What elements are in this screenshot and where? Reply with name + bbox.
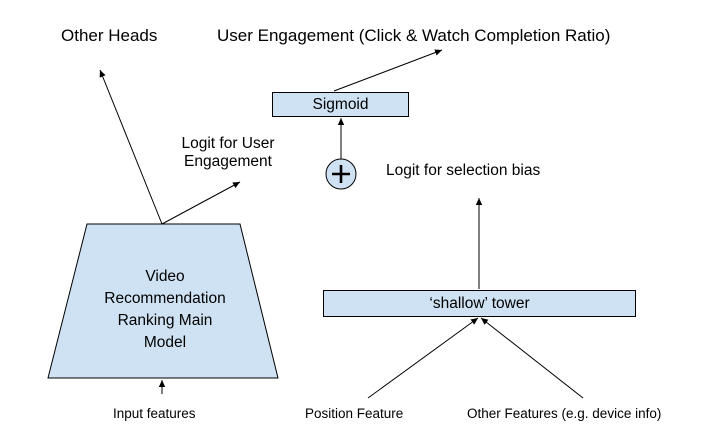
sigmoid-label: Sigmoid <box>312 95 369 113</box>
arrow-to-other-heads <box>99 69 163 225</box>
other-features-label: Other Features (e.g. device info) <box>467 406 662 421</box>
main-model-shape <box>47 223 279 379</box>
arrow-to-logit-engagement <box>161 181 241 225</box>
logit-user-engagement-line2: Engagement <box>184 152 272 170</box>
arrow-position-feature <box>367 317 479 399</box>
other-heads-label: Other Heads <box>61 26 158 45</box>
main-model-line2: Recommendation <box>104 290 226 307</box>
arrow-other-features <box>480 317 584 399</box>
input-features-label: Input features <box>113 406 196 421</box>
shallow-tower-node: ‘shallow’ tower <box>323 290 636 317</box>
main-model-line3: Ranking Main <box>117 312 213 329</box>
logit-user-engagement-label: Logit for User Engagement <box>168 135 288 171</box>
logit-user-engagement-line1: Logit for User <box>181 135 275 152</box>
main-model-line1: Video <box>145 268 185 285</box>
user-engagement-label: User Engagement (Click & Watch Completio… <box>217 26 611 45</box>
logit-selection-bias-label: Logit for selection bias <box>386 162 541 179</box>
arrow-to-user-engagement <box>333 49 443 92</box>
position-feature-label: Position Feature <box>305 406 404 421</box>
main-model-label: Video Recommendation Ranking Main Model <box>80 266 250 354</box>
shallow-tower-label: ‘shallow’ tower <box>429 294 530 312</box>
sigmoid-node: Sigmoid <box>272 92 409 117</box>
main-model-line4: Model <box>143 334 187 351</box>
